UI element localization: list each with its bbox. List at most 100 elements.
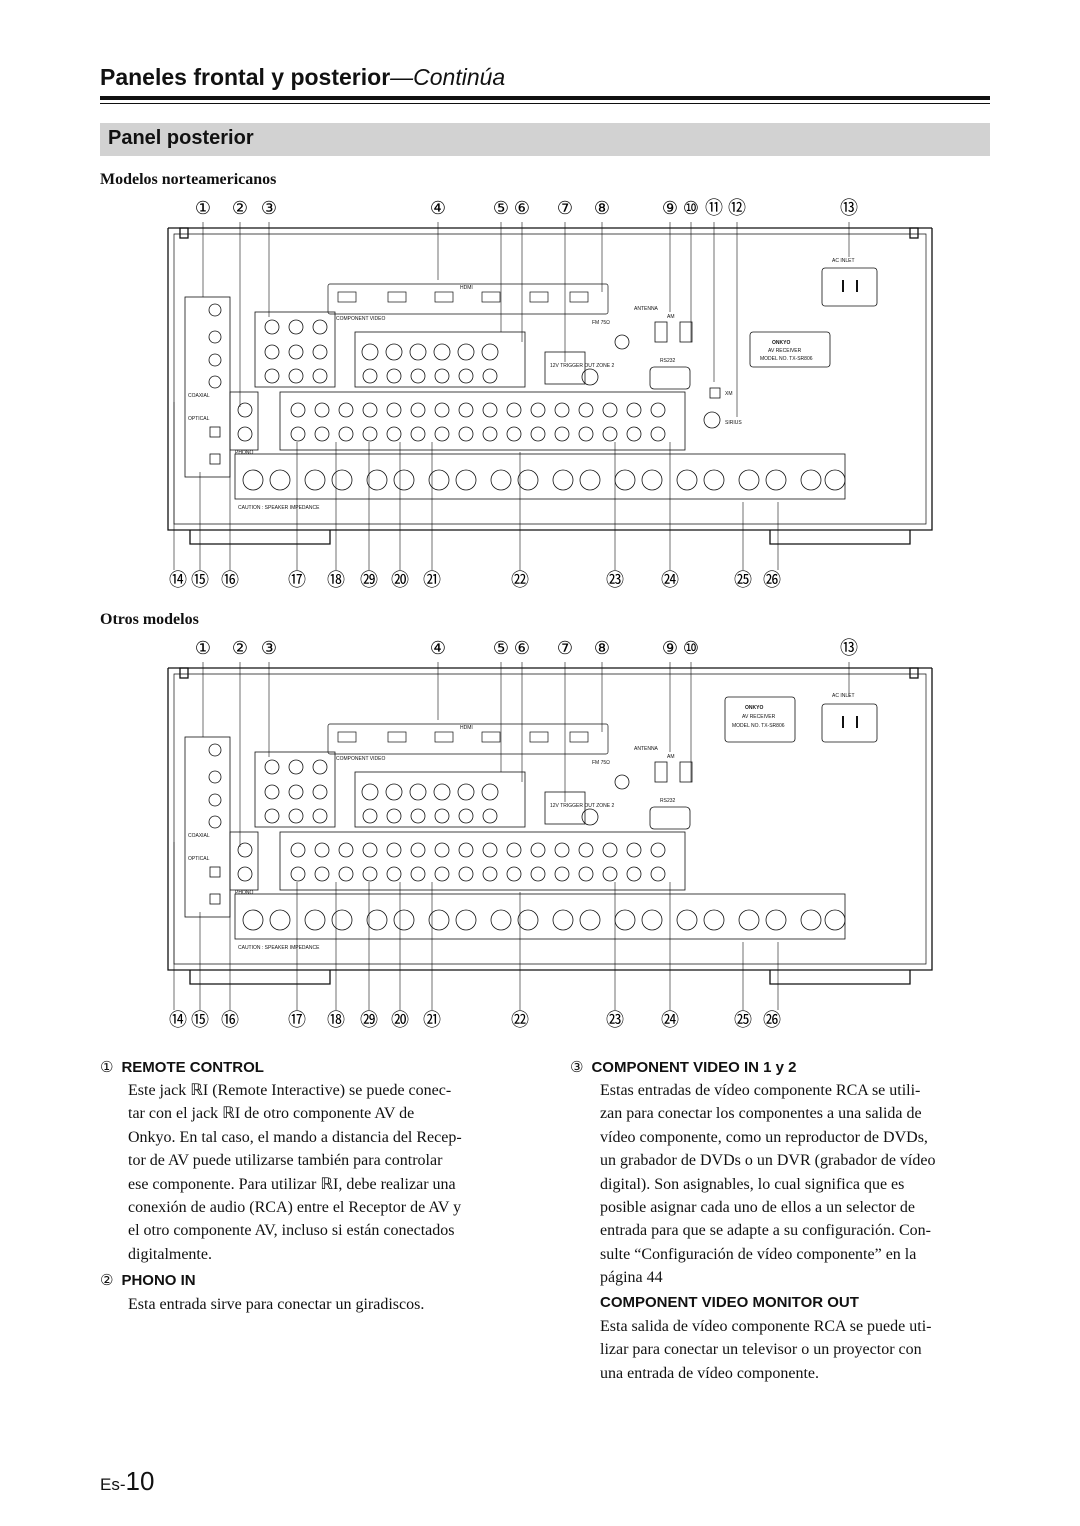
chassis-outline <box>167 667 933 985</box>
callout-14: ⑭ <box>169 570 187 591</box>
callout-12: ⑫ <box>728 198 746 219</box>
callout-13: ⑬ <box>840 198 858 219</box>
callout-21: ㉑ <box>423 1010 441 1031</box>
text-line: Onkyo. En tal caso, el mando a distancia… <box>128 1128 462 1146</box>
heading-component-video-monitor-out: COMPONENT VIDEO MONITOR OUT <box>600 1294 859 1311</box>
callout-3: ③ <box>261 198 277 219</box>
hdmi-block: HDMI <box>327 723 609 755</box>
callout-18: ⑱ <box>327 570 345 591</box>
rs232-label: RS232 <box>660 798 676 804</box>
caution-label: CAUTION : SPEAKER IMPEDANCE <box>238 505 320 511</box>
page-header-title: Paneles frontal y posterior—Continúa <box>100 64 505 91</box>
callout-4: ④ <box>430 198 446 219</box>
rca-row-bottom <box>290 426 666 442</box>
subhead-north-american: Modelos norteamericanos <box>100 171 277 188</box>
callout-6: ⑥ <box>514 638 530 659</box>
callout-11: ⑪ <box>705 198 723 219</box>
text-line: una entrada de vídeo componente. <box>600 1364 820 1382</box>
fm-label: FM 75Ω <box>592 320 610 326</box>
callouts-bottom-na: ⑭ ⑮ ⑯ ⑰ ⑱ ㉙ ⑳ ㉑ ㉒ ㉓ ㉔ ㉕ ㉖ <box>169 570 781 591</box>
onkyo-brand: ONKYO <box>745 705 763 711</box>
text-line: lizar para conectar un televisor o un pr… <box>600 1341 922 1359</box>
section-title: Panel posterior <box>108 127 254 149</box>
text-line: digitalmente. <box>128 1245 212 1263</box>
callout-9: ⑨ <box>662 638 678 659</box>
optical-label: OPTICAL <box>188 856 210 862</box>
receiver-label: AV RECEIVER <box>768 348 802 354</box>
text-line: tar con el jack ℝI de otro componente AV… <box>128 1105 415 1123</box>
hdmi-label: HDMI <box>460 285 473 291</box>
callout-8: ⑧ <box>594 198 610 219</box>
heading-text: REMOTE CONTROL <box>121 1059 264 1076</box>
callout-22: ㉒ <box>511 570 529 591</box>
callout-25: ㉕ <box>734 570 752 591</box>
callout-9: ⑨ <box>662 198 678 219</box>
header-rule-thin <box>100 103 990 104</box>
ac-inlet-label: AC INLET <box>832 258 855 264</box>
callout-6: ⑥ <box>514 198 530 219</box>
callout-29: ㉙ <box>360 570 378 591</box>
phono-label: PHONO <box>235 890 253 896</box>
xm-label: XM <box>725 391 733 397</box>
text-line: el otro componente AV, incluso si están … <box>128 1222 455 1240</box>
leader-lines-top <box>202 222 850 417</box>
text-line: entrada para que se adapte a su configur… <box>600 1222 931 1240</box>
jack-panel: COAXIAL OPTICAL COMPONENT VIDEO PHONO 12… <box>184 693 878 951</box>
text-line: sulte “Configuración de vídeo componente… <box>600 1245 917 1263</box>
rs232-label: RS232 <box>660 358 676 364</box>
callout-24: ㉔ <box>661 570 679 591</box>
callout-16: ⑯ <box>221 1010 239 1031</box>
callout-17: ⑰ <box>288 570 306 591</box>
callout-10: ⑩ <box>683 638 699 659</box>
rca-row-top <box>290 402 666 418</box>
callout-5: ⑤ <box>493 198 509 219</box>
heading-remote-control: ① REMOTE CONTROL <box>100 1058 264 1076</box>
hdmi-block: HDMI <box>327 283 609 315</box>
text-line: Esta entrada sirve para conectar un gira… <box>128 1296 425 1313</box>
header-continua: —Continúa <box>390 64 506 90</box>
callout-2: ② <box>232 638 248 659</box>
text-line: Esta salida de vídeo componente RCA se p… <box>600 1318 932 1335</box>
header-title-text: Paneles frontal y posterior <box>100 64 391 90</box>
speaker-terminals <box>242 469 846 491</box>
callout-20: ⑳ <box>391 1010 409 1031</box>
text-line: página 44 <box>600 1269 663 1287</box>
callout-2: ② <box>232 198 248 219</box>
callout-18: ⑱ <box>327 1010 345 1031</box>
callout-26: ㉖ <box>763 570 781 591</box>
sirius-label: SIRIUS <box>725 420 742 426</box>
coaxial-label: COAXIAL <box>188 393 210 399</box>
callout-7: ⑦ <box>557 638 573 659</box>
rear-panel-diagram-other: ① ② ③ ④ ⑤ ⑥ ⑦ ⑧ ⑨ ⑩ ⑬ HDMI COAXIAL OPTI <box>167 638 933 1031</box>
item-number-1: ① <box>100 1058 114 1076</box>
heading-text: COMPONENT VIDEO IN 1 y 2 <box>591 1059 797 1076</box>
caution-label: CAUTION : SPEAKER IMPEDANCE <box>238 945 320 951</box>
text-line: conexión de audio (RCA) entre el Recepto… <box>128 1199 462 1217</box>
speaker-terminals <box>242 909 846 931</box>
leader-lines-top <box>202 662 850 847</box>
jack-panel: COAXIAL OPTICAL COMPONENT VIDEO PHONO 12… <box>184 258 878 511</box>
optical-label: OPTICAL <box>188 416 210 422</box>
callout-15: ⑮ <box>191 1010 209 1031</box>
phono-in-body: Esta entrada sirve para conectar un gira… <box>128 1293 528 1316</box>
am-label: AM <box>667 754 675 760</box>
callout-23: ㉓ <box>606 570 624 591</box>
callout-8: ⑧ <box>594 638 610 659</box>
page-prefix: Es- <box>100 1475 126 1494</box>
callout-20: ⑳ <box>391 570 409 591</box>
page-number-value: 10 <box>125 1466 155 1496</box>
text-line: tor de AV puede utilizarse también para … <box>128 1152 443 1170</box>
item-number-2: ② <box>100 1271 114 1289</box>
page-number: Es-10 <box>100 1466 154 1497</box>
text-line: Este jack ℝI (Remote Interactive) se pue… <box>128 1082 452 1099</box>
component-video-label: COMPONENT VIDEO <box>336 756 385 762</box>
onkyo-brand: ONKYO <box>772 340 790 346</box>
subhead-other-models: Otros modelos <box>100 611 199 628</box>
text-line: posible asignar cada uno de ellos a un s… <box>600 1199 915 1217</box>
trigger-label: 12V TRIGGER OUT ZONE 2 <box>550 803 614 809</box>
am-label: AM <box>667 314 675 320</box>
trigger-label: 12V TRIGGER OUT ZONE 2 <box>550 363 614 369</box>
chassis-outline <box>167 227 933 545</box>
